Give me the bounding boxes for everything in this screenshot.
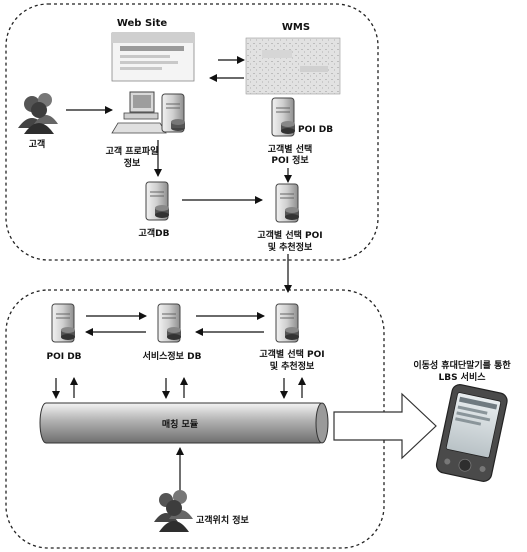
matching-module-label: 매칭 모듈	[162, 418, 198, 430]
pda-device-icon	[435, 383, 508, 483]
recommend-label-top-line2: 및 추천정보	[268, 241, 313, 253]
wms-screenshot-image	[246, 38, 340, 94]
recommend-label-bottom-line1: 고객별 선택 POI	[259, 348, 324, 360]
customer-profile-label-line2: 정보	[124, 157, 141, 169]
customer-location-people-icon	[154, 490, 193, 532]
customer-db-label: 고객DB	[139, 228, 170, 239]
recommend-server-icon-top	[276, 184, 299, 222]
recommend-label-bottom-line2: 및 추천정보	[270, 360, 315, 372]
poi-db-server-icon	[272, 98, 295, 136]
computer-icon	[112, 92, 166, 133]
recommend-server-icon-bottom	[276, 304, 299, 342]
customer-db-server-icon	[146, 182, 169, 220]
recommend-label-top-line1: 고객별 선택 POI	[257, 229, 322, 241]
mobile-caption-line2: LBS 서비스	[438, 371, 486, 383]
poi-db-server-icon-bottom	[52, 304, 75, 342]
service-db-server-icon	[158, 304, 181, 342]
poi-db-label-top: POI DB	[298, 125, 333, 135]
customer-location-label: 고객위치 정보	[196, 514, 250, 526]
customer-people-icon	[18, 93, 58, 134]
selected-poi-label-line2: POI 정보	[271, 154, 309, 166]
poi-db-label-bottom: POI DB	[46, 352, 81, 362]
customer-profile-label-line1: 고객 프로파일	[106, 145, 159, 157]
selected-poi-label-line1: 고객별 선택	[268, 143, 313, 155]
output-arrow-shape	[334, 394, 436, 458]
mobile-caption-line1: 이동성 휴대단말기를 통한	[413, 359, 511, 371]
web-server-icon	[162, 94, 185, 132]
website-screenshot-image	[112, 33, 194, 81]
website-label: Web Site	[117, 18, 168, 29]
service-db-label: 서비스정보 DB	[143, 350, 202, 362]
customer-label: 고객	[29, 139, 46, 150]
wms-label: WMS	[282, 22, 310, 33]
